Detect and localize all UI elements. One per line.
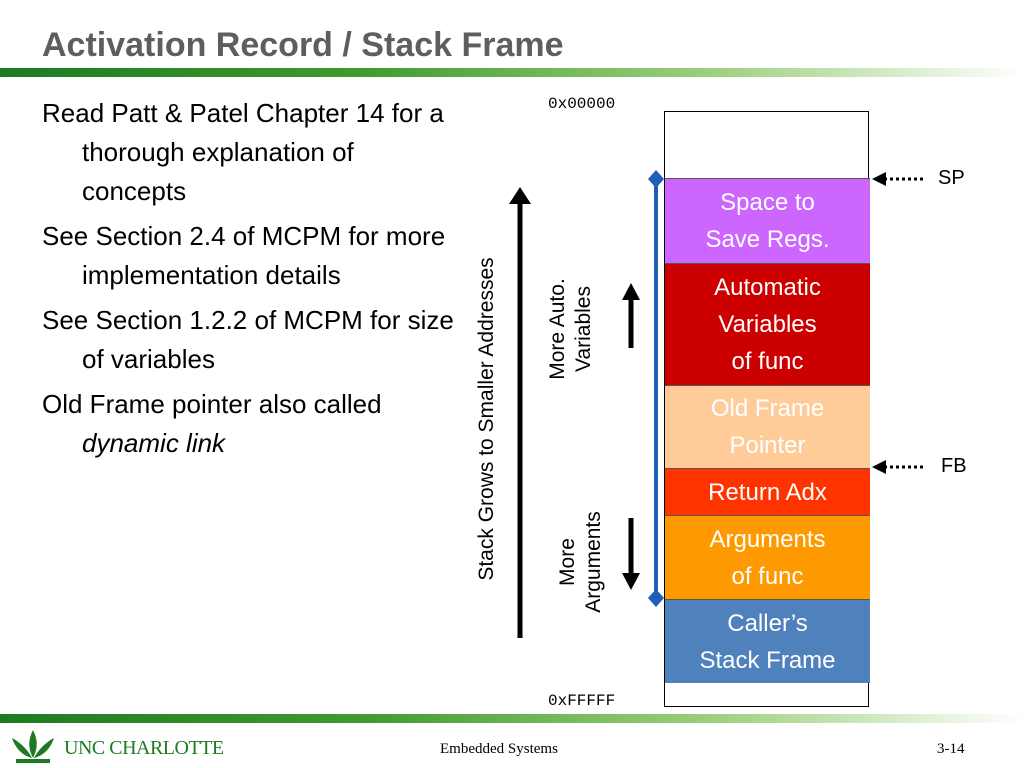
bullet-text: Old Frame pointer also called: [42, 389, 382, 419]
frame-line: Save Regs.: [705, 226, 830, 253]
stack-grows-label: Stack Grows to Smaller Addresses: [475, 257, 498, 581]
sp-pointer-icon: [872, 172, 926, 186]
label-line: Arguments: [582, 511, 605, 613]
bullet-item: Read Patt & Patel Chapter 14 for a thoro…: [42, 98, 444, 206]
more-arguments-label: More Arguments: [555, 497, 607, 627]
address-top: 0x00000: [548, 95, 616, 113]
unc-charlotte-crown-icon: [12, 730, 54, 763]
sp-label: SP: [938, 167, 965, 189]
frame-arguments: Arguments of func: [665, 515, 870, 599]
frame-line: Old Frame: [710, 395, 825, 422]
up-arrow-icon: [622, 283, 640, 348]
frame-line: Caller’s: [727, 609, 808, 637]
stack-growth-arrow-icon: [509, 187, 531, 638]
label-line: More Auto.: [546, 278, 569, 380]
bullet-emphasis: dynamic link: [82, 428, 226, 458]
frame-line: Arguments: [709, 525, 826, 553]
bullet-item: See Section 2.4 of MCPM for more impleme…: [42, 221, 446, 290]
bullet-item: Old Frame pointer also called dynamic li…: [42, 385, 462, 463]
frame-line: Pointer: [729, 432, 806, 459]
frame-saved-registers: Space to Save Regs.: [665, 178, 870, 263]
fb-pointer-icon: [872, 460, 926, 474]
footer-course-name: Embedded Systems: [440, 741, 558, 757]
more-auto-variables-label: More Auto. Variables: [545, 264, 597, 394]
frame-line: Automatic: [714, 274, 821, 301]
fb-label: FB: [941, 455, 967, 477]
frame-return-address: Return Adx: [665, 468, 870, 515]
frame-line: Space to: [720, 189, 815, 216]
slide-title: Activation Record / Stack Frame: [42, 26, 564, 64]
frame-line: of func: [731, 348, 804, 375]
frame-bracket-icon: [648, 170, 664, 607]
frame-line: of func: [731, 562, 804, 590]
frame-line: Stack Frame: [699, 646, 836, 674]
footer-divider: [0, 714, 1024, 723]
bullet-list: Read Patt & Patel Chapter 14 for a thoro…: [42, 94, 462, 469]
footer-logo-text: UNC CHARLOTTE: [64, 737, 224, 759]
down-arrow-icon: [622, 518, 640, 590]
address-bottom: 0xFFFFF: [548, 692, 616, 710]
label-line: Variables: [572, 286, 595, 372]
frame-line: Return Adx: [708, 478, 827, 506]
title-divider: [0, 68, 1024, 77]
label-line: More: [556, 538, 579, 586]
bullet-item: See Section 1.2.2 of MCPM for size of va…: [42, 305, 454, 374]
frame-line: Variables: [718, 311, 817, 338]
footer-page-number: 3-14: [937, 741, 965, 757]
